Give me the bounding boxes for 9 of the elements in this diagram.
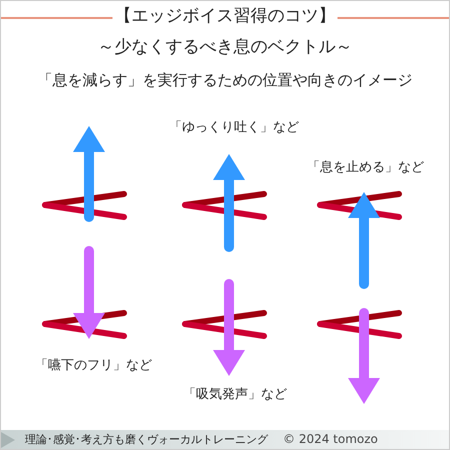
caption-text: 「息を減らす」を実行するための位置や向きのイメージ: [36, 71, 414, 89]
footer-text: 理論･感覚･考え方も磨くヴォーカルトレーニング: [25, 433, 268, 446]
example-label: 「吸気発声」など: [183, 387, 287, 403]
example-label: 「息を止める」など: [307, 160, 424, 176]
subtitle: ～少なくするべき息のベクトル～: [96, 37, 354, 58]
title: 【エッジボイス習得のコツ】: [112, 6, 338, 26]
example-label: 「ゆっくり吐く」など: [169, 120, 299, 136]
copyright-text: © 2024 tomozo: [283, 432, 378, 446]
example-label: 「嚥下のフリ」など: [35, 358, 152, 374]
